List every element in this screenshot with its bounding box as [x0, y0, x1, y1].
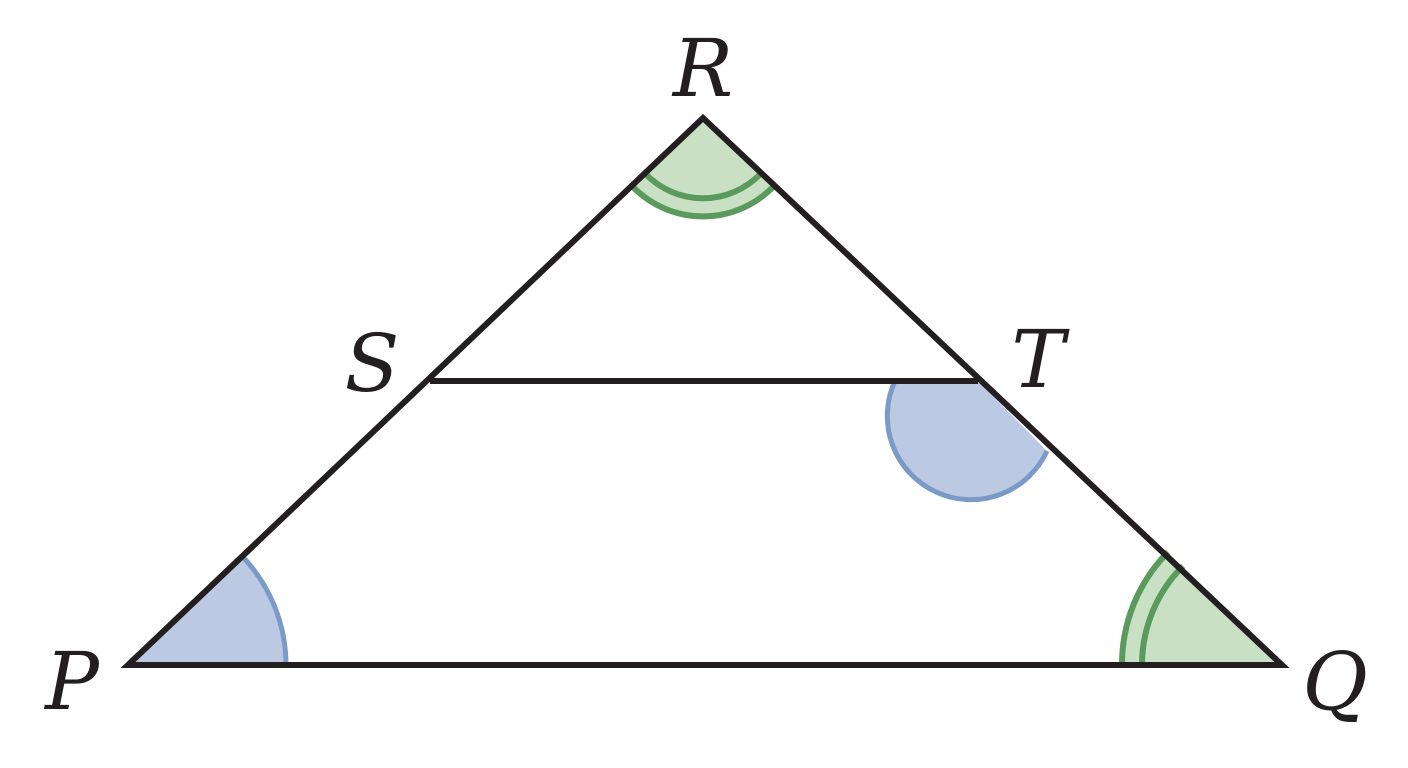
- angle-p-fill: [128, 555, 286, 665]
- angle-q-outer-arc: [1118, 549, 1171, 666]
- angle-q-inner-arc: [1139, 563, 1186, 666]
- vertex-label-t: T: [1011, 313, 1070, 406]
- angle-marker-r: [630, 118, 776, 220]
- triangle-lines: [120, 113, 1290, 668]
- vertex-label-r: R: [671, 22, 733, 115]
- angle-marker-p: [128, 553, 289, 666]
- angle-r-outer-arc: [630, 184, 776, 220]
- angle-t-fill: [887, 381, 1047, 500]
- angle-t-arc: [884, 379, 1050, 503]
- vertex-label-s: S: [345, 317, 400, 410]
- vertex-label-p: P: [43, 635, 100, 728]
- angle-marker-t: [884, 379, 1050, 503]
- triangle-pqr: [120, 113, 1290, 668]
- angle-marker-q: [1118, 549, 1282, 666]
- vertex-label-q: Q: [1302, 635, 1368, 728]
- angle-q-fill: [1121, 552, 1282, 665]
- angle-r-inner-arc: [643, 172, 763, 202]
- angle-p-arc: [239, 553, 289, 666]
